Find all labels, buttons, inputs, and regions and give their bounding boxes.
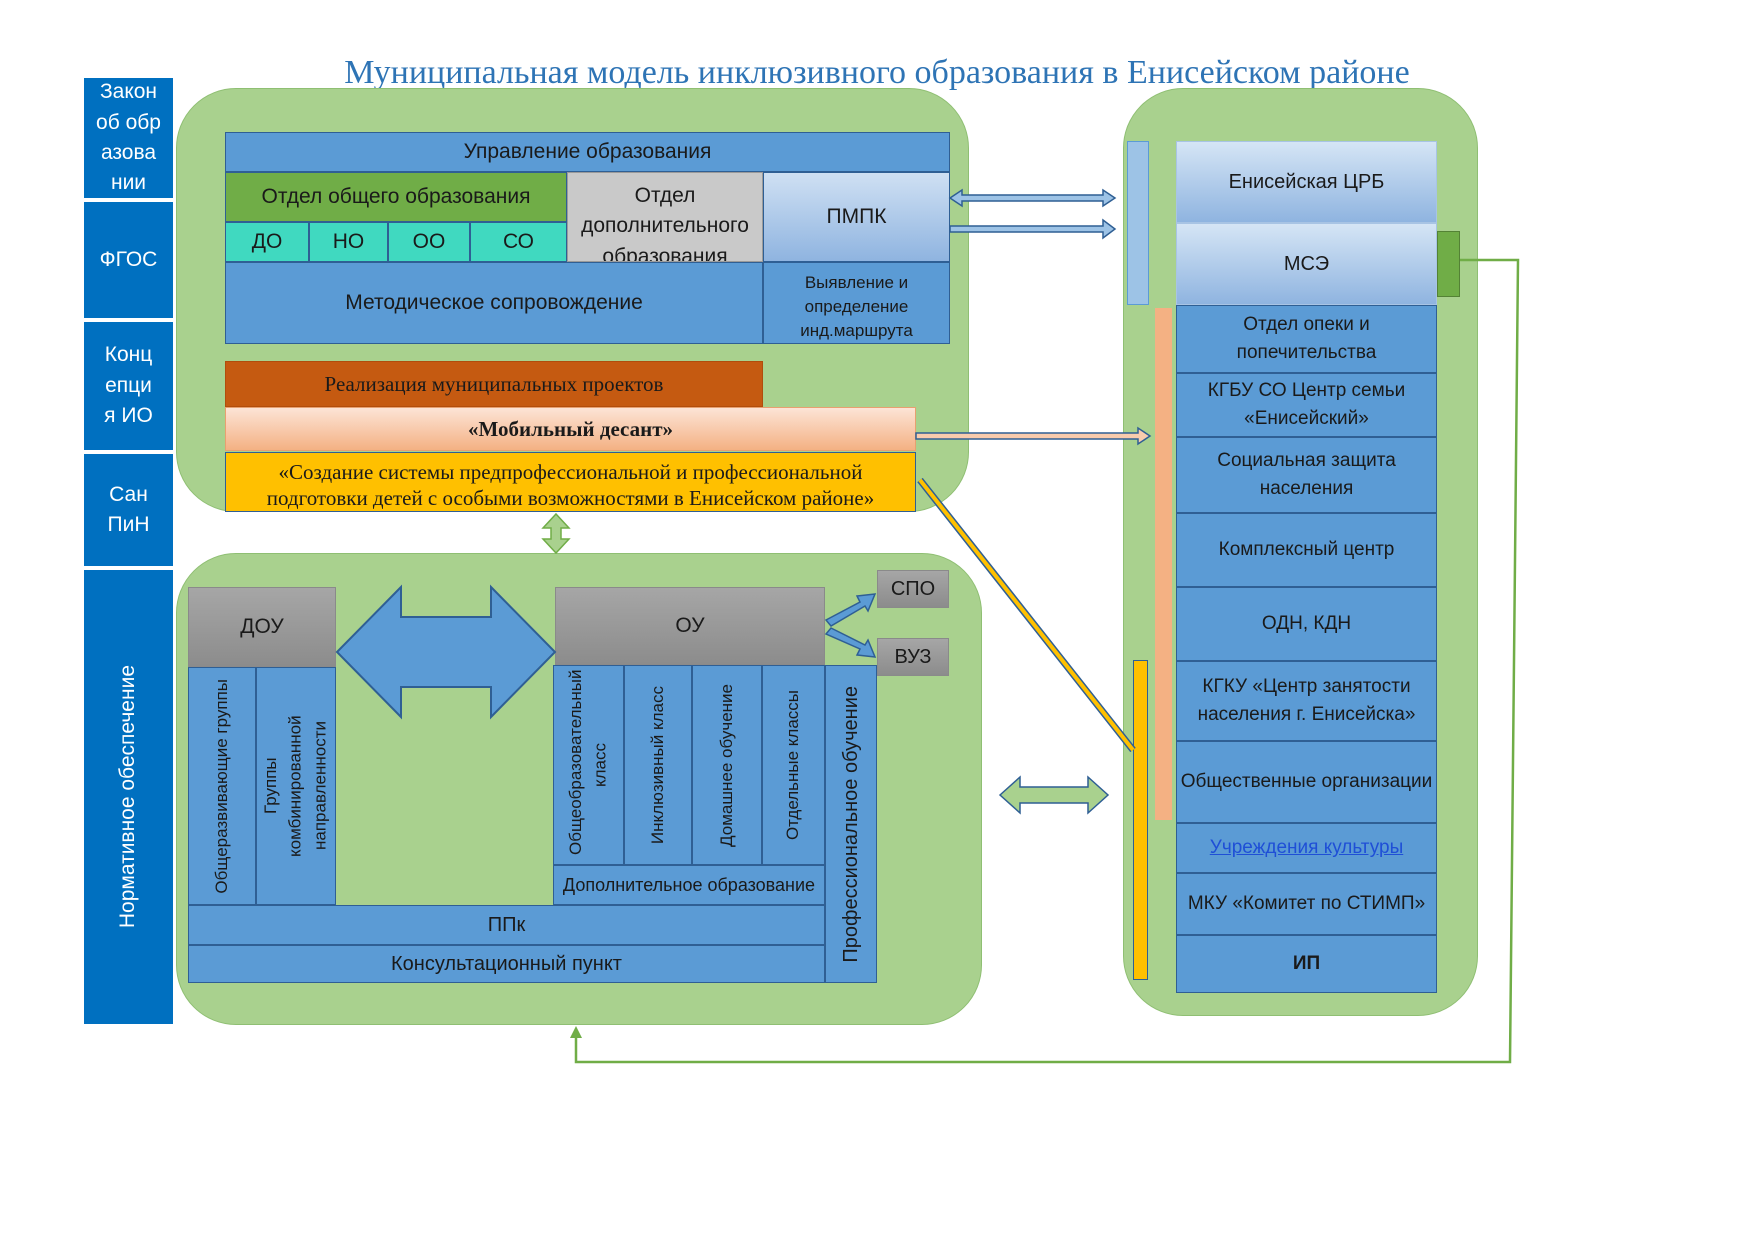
sidebar-item-sanpin: СанПиН <box>84 454 173 566</box>
partner-stimp: МКУ «Комитет по СТИМП» <box>1176 873 1437 935</box>
management-header: Управление образования <box>225 132 950 172</box>
ou-column: Домашнее обучение <box>692 665 762 865</box>
partner-employment-center: КГКУ «Центр занятости населения г. Енисе… <box>1176 661 1437 741</box>
horizontal-double-arrow-icon <box>998 775 1110 815</box>
general-dept: Отдел общего образования <box>225 172 567 222</box>
ou-column: Общеобразовательный класс <box>553 665 624 865</box>
spo: СПО <box>877 570 949 608</box>
pmpk: ПМПК <box>763 172 950 262</box>
partner-public-orgs: Общественные организации <box>1176 741 1437 823</box>
professional-training: Профессиональное обучение <box>825 665 877 983</box>
ou: ОУ <box>555 587 825 665</box>
vuz: ВУЗ <box>877 638 949 676</box>
mobile-connector-bar <box>1155 308 1172 820</box>
program-double-arrow-icon <box>335 584 557 720</box>
mobile-landing: «Мобильный десант» <box>225 407 916 451</box>
project-connector-bar <box>1133 660 1148 980</box>
sidebar-item-label: Закон об образовании <box>96 80 161 195</box>
consult-point: Консультационный пункт <box>188 945 825 983</box>
page-title: Муниципальная модель инклюзивного образо… <box>344 54 1410 91</box>
sidebar-item-concept: Концепция ИО <box>84 322 173 450</box>
prof-training-project: «Создание системы предпрофессиональной и… <box>225 452 916 512</box>
arrow-up-icon <box>570 1026 582 1038</box>
projects-header: Реализация муниципальных проектов <box>225 361 763 407</box>
sidebar-item-normative: Нормативное обеспечение <box>84 570 173 1024</box>
partner-family-center: КГБУ СО Центр семьи «Енисейский» <box>1176 373 1437 437</box>
methodical-support: Методическое сопровождение <box>225 262 763 344</box>
level-oo: ОО <box>388 222 470 262</box>
mse-connector-bar <box>1437 231 1460 297</box>
additional-dept: Отдел дополнительного образования <box>567 172 763 262</box>
culture-link[interactable]: Учреждения культуры <box>1209 837 1404 859</box>
partner-ip: ИП <box>1176 935 1437 993</box>
partner-odn-kdn: ОДН, КДН <box>1176 587 1437 661</box>
level-no: НО <box>309 222 388 262</box>
partner-social-protection: Социальная защита населения <box>1176 437 1437 513</box>
partner-complex-center: Комплексный центр <box>1176 513 1437 587</box>
route-detection: Выявление и определение инд.маршрута <box>763 262 950 344</box>
sidebar-item-label: СанПиН <box>107 482 150 536</box>
additional-education: Дополнительное образование <box>553 865 825 905</box>
dou-column: Общеразвивающие группы <box>188 667 256 905</box>
sidebar-item-law: Закон об образовании <box>84 78 173 198</box>
diagonal-connector <box>918 478 1135 752</box>
dou-column: Группы комбинированной направленности <box>256 667 336 905</box>
partner-guardianship: Отдел опеки и попечительства <box>1176 305 1437 373</box>
sidebar-item-label: Концепция ИО <box>104 343 153 428</box>
pmpk-connector-bar <box>1127 141 1149 305</box>
sidebar-item-label: ФГОС <box>99 247 158 271</box>
ppk: ППк <box>188 905 825 945</box>
arrow-to-spo-icon <box>824 593 877 627</box>
arrow-right-icon <box>915 426 1152 446</box>
feedback-connector <box>574 258 1520 1064</box>
ou-column: Инклюзивный класс <box>624 665 692 865</box>
level-so: СО <box>470 222 567 262</box>
partner-crb: Енисейская ЦРБ <box>1176 141 1437 223</box>
double-arrow-icon <box>948 188 1117 208</box>
partner-mse: МСЭ <box>1176 223 1437 305</box>
arrow-right-icon <box>949 218 1117 240</box>
dou: ДОУ <box>188 587 336 667</box>
level-do: ДО <box>225 222 309 262</box>
arrow-to-vuz-icon <box>824 627 877 658</box>
ou-column: Отдельные классы <box>762 665 825 865</box>
vertical-double-arrow-icon <box>541 512 571 555</box>
sidebar-item-fgos: ФГОС <box>84 202 173 318</box>
partner-culture[interactable]: Учреждения культуры <box>1176 823 1437 873</box>
